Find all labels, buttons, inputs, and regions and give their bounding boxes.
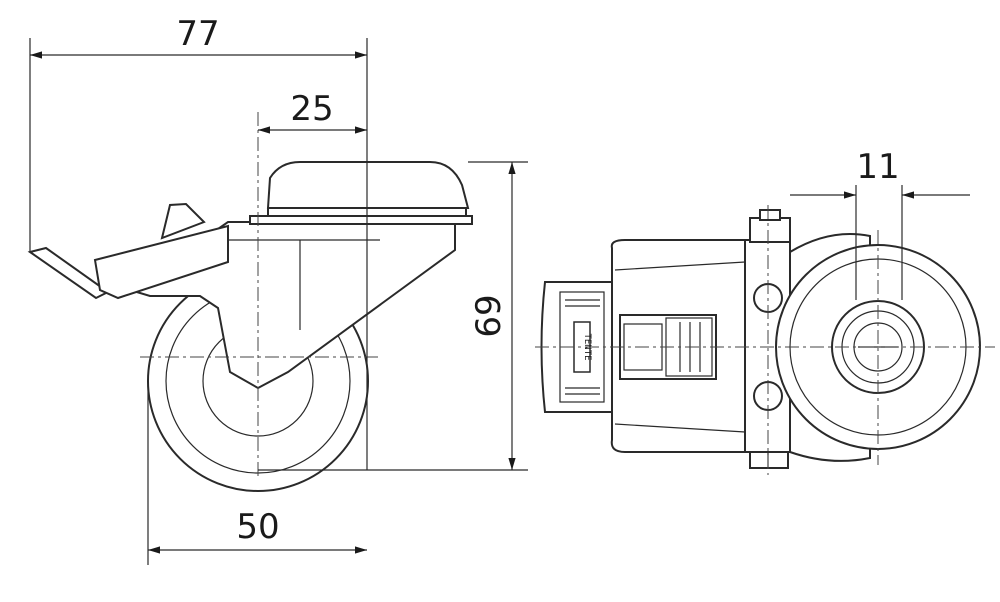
dim-label-77: 77 [176,14,219,54]
side-brake-lever [27,202,229,300]
dim-bore: 11 [790,147,970,300]
side-view [27,112,473,492]
dim-height: 69 [258,161,528,471]
dim-label-25: 25 [290,89,333,129]
side-top-plate [249,161,473,225]
dim-overall-width: 77 [29,14,368,470]
dim-label-50: 50 [236,507,279,547]
dim-label-11: 11 [856,147,899,187]
dim-wheel-diameter: 50 [147,381,367,565]
front-brake-pedal: TENTE [540,281,613,413]
front-view: TENTE [535,205,995,475]
dim-label-69: 69 [469,294,509,337]
dim-offset: 25 [258,89,367,134]
